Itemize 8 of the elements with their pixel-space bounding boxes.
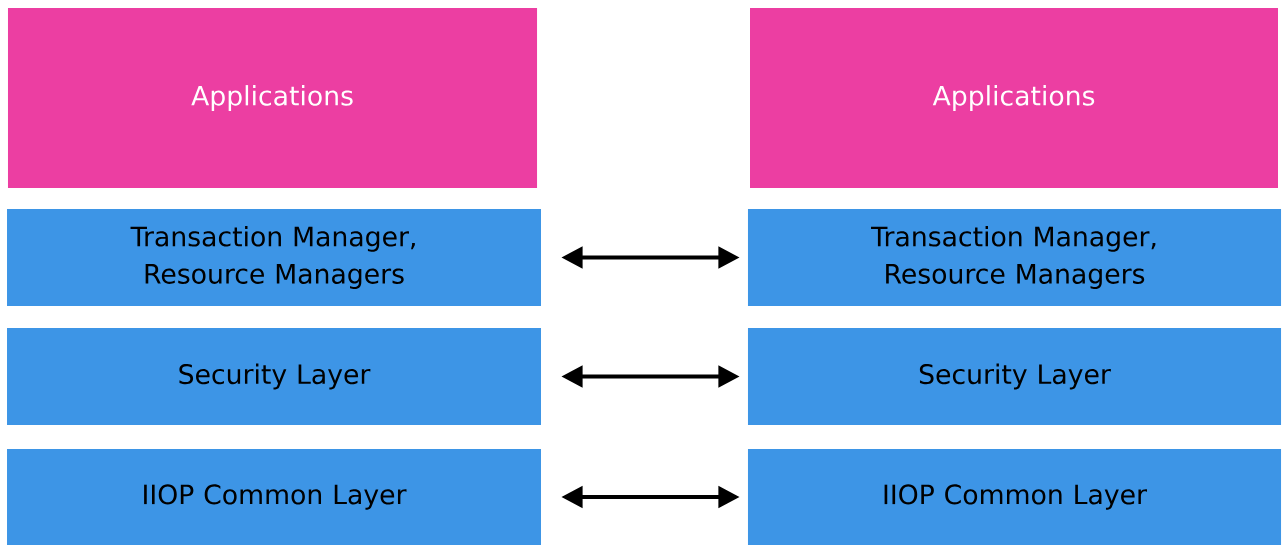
layer-box: IIOP Common Layer xyxy=(747,449,1282,545)
application-box: Applications xyxy=(750,8,1278,188)
layer-box: Security Layer xyxy=(747,327,1282,426)
layer-box: Security Layer xyxy=(7,327,541,426)
application-box: Applications xyxy=(8,8,538,188)
layer-box: Transaction Manager, Resource Managers xyxy=(7,208,541,307)
layer-box: IIOP Common Layer xyxy=(7,449,541,545)
layer-box: Transaction Manager, Resource Managers xyxy=(747,208,1282,307)
